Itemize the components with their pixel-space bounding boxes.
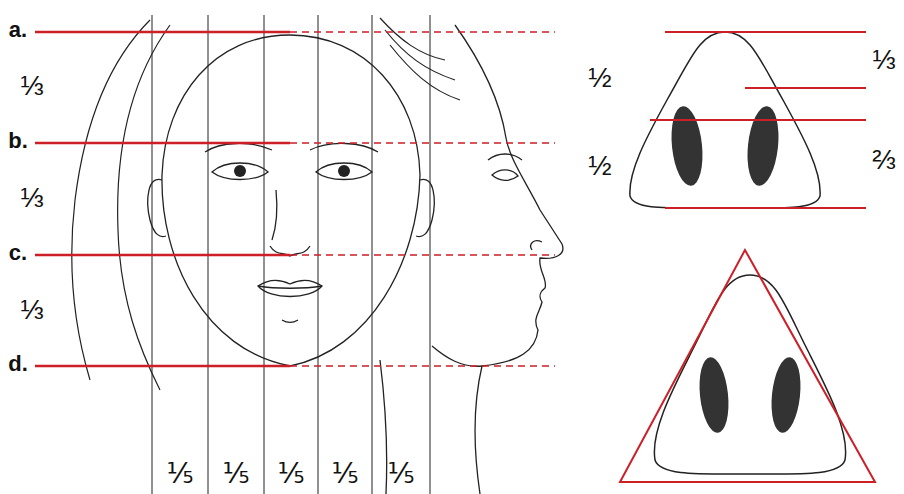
red-dashed-line <box>290 31 555 33</box>
iris <box>338 165 350 177</box>
profile-face <box>380 25 563 494</box>
hair-line <box>385 30 455 80</box>
red-triangle <box>620 250 875 482</box>
fifth-fraction: ⅕ <box>331 460 358 488</box>
nostril <box>696 356 732 435</box>
grid-line <box>430 15 431 494</box>
line-letter: d. <box>8 353 28 375</box>
hair-line <box>390 45 460 100</box>
eyebrow <box>205 143 272 152</box>
third-fraction: ⅓ <box>20 72 43 100</box>
iris <box>234 165 246 177</box>
fifth-fraction: ⅕ <box>387 460 414 488</box>
lips <box>258 281 322 297</box>
red-line <box>650 119 866 121</box>
eye <box>316 163 372 180</box>
nose-base-outline <box>654 275 845 474</box>
nostril <box>768 356 804 435</box>
red-line <box>35 365 290 368</box>
irises <box>234 165 350 177</box>
third-dashes <box>290 32 555 366</box>
grid-line <box>372 15 373 494</box>
eyebrow <box>310 143 378 152</box>
red-line <box>665 31 866 33</box>
red-line <box>35 31 290 34</box>
third-lines <box>35 32 290 366</box>
red-line <box>35 254 290 257</box>
hair-sketch <box>72 18 460 390</box>
fifth-fraction: ⅕ <box>277 460 304 488</box>
third-fraction: ⅓ <box>20 184 43 212</box>
red-dashed-line <box>290 142 555 144</box>
half-fraction: ½ <box>588 64 611 92</box>
profile-eyebrow <box>488 154 522 160</box>
lip-line <box>258 286 322 288</box>
ear <box>148 179 166 236</box>
profile-eye <box>492 170 518 181</box>
nose-line <box>272 190 277 240</box>
nose-lines <box>650 32 866 208</box>
line-letter: b. <box>8 130 28 152</box>
fifth-fraction: ⅕ <box>166 460 193 488</box>
line-letter: c. <box>9 242 27 264</box>
eye <box>212 163 268 180</box>
red-line <box>665 207 866 209</box>
neck-line <box>475 366 482 494</box>
profile-outline <box>432 25 563 366</box>
front-face <box>148 35 435 366</box>
third-fraction: ⅓ <box>872 46 895 74</box>
hair-line <box>380 18 445 60</box>
profile-nostril <box>531 241 542 250</box>
half-fraction: ½ <box>588 152 611 180</box>
line-letter: a. <box>9 19 27 41</box>
hair-line <box>72 20 150 380</box>
two-thirds-fraction: ⅔ <box>872 146 895 174</box>
neck-line <box>380 360 387 494</box>
red-line <box>35 142 290 145</box>
hair-line <box>118 25 170 390</box>
face-outline <box>162 35 420 366</box>
red-line <box>745 87 866 89</box>
third-fraction: ⅓ <box>20 296 43 324</box>
chin-mark <box>282 320 298 322</box>
fifth-fraction: ⅕ <box>222 460 249 488</box>
nostril <box>668 105 706 188</box>
nostril <box>744 105 782 188</box>
red-dashed-line <box>290 365 555 367</box>
red-dashed-line <box>290 254 555 256</box>
ear <box>416 179 434 236</box>
